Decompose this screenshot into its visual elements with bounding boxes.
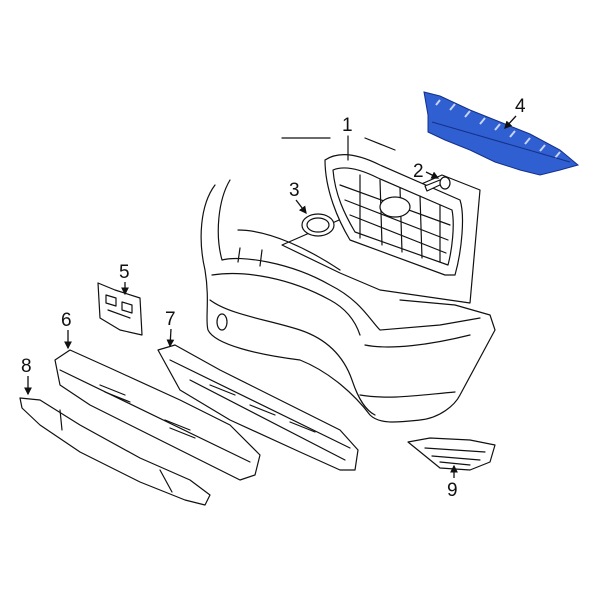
callout-number: 8 [21,356,32,377]
side-grille [407,437,496,471]
callout-number: 3 [289,180,300,201]
callout-number: 1 [342,115,353,136]
callout-number: 6 [61,310,72,331]
grille-assembly-box [281,137,481,304]
energy-absorber [423,91,580,176]
screw [424,176,451,192]
callout-9: 9 [447,464,458,501]
callout-8: 8 [21,356,32,396]
callout-number: 9 [447,480,458,501]
callout-2: 2 [413,161,440,182]
lower-reinforcement [54,349,261,481]
callout-7: 7 [165,309,176,348]
callout-number: 4 [515,96,526,117]
callout-5: 5 [119,262,130,296]
callout-1: 1 [342,115,353,161]
callout-6: 6 [61,310,72,350]
lower-grille [157,344,359,471]
lower-spoiler [19,397,211,506]
emblem [301,213,335,237]
callout-number: 2 [413,161,424,182]
bracket [97,282,143,336]
callout-4: 4 [504,96,526,129]
callout-number: 5 [119,262,130,283]
callout-number: 7 [165,309,176,330]
bumper-cover [200,179,496,423]
callout-3: 3 [289,180,307,215]
